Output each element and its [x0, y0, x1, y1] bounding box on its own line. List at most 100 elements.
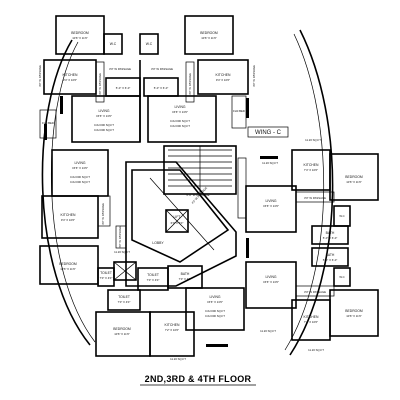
living-left [51, 149, 109, 197]
bedroom-right-bottom [329, 289, 379, 337]
kitchen-left [41, 195, 99, 239]
room-14-name: FLR.BED [233, 109, 245, 113]
room-2-size: 10'6" X 11'6" [201, 36, 217, 40]
wc-right-bottom [333, 267, 351, 287]
outer-curve-right [289, 29, 334, 356]
room-9-size: 5'-0" X 6'-0" [116, 86, 131, 90]
shaft-box [113, 261, 137, 281]
room-37-name: W.C [339, 275, 344, 279]
room-31-size: 10'6" X 11'6" [346, 314, 362, 318]
living-right-bottom [245, 261, 297, 309]
vlabel-6: 4'0" W PASSAGE [118, 226, 122, 248]
room-28-name: BEDROOM [345, 175, 363, 179]
room-1-name: BEDROOM [71, 31, 89, 35]
vlabel-1: 4'0" W PASSAGE [98, 73, 102, 95]
room-18-size: 6'0" X 6'0" [171, 221, 184, 225]
wing-label-box [247, 126, 289, 138]
room-24-size: 7'0" X 4'0" [179, 277, 192, 281]
tag-4: C/A=000 SQ.FT [170, 124, 190, 128]
bath-bottom [167, 265, 203, 289]
room-24-name: BATH [181, 272, 190, 276]
tag-5: C/A=000 SQ.FT [70, 175, 90, 179]
passage-right-top [295, 191, 335, 203]
room-15-size: 15'6" X 13'6" [72, 166, 88, 170]
room-15-name: LIVING [74, 161, 85, 165]
room-12-name: LIVING [174, 105, 185, 109]
room-11-size: 15'6" X 13'6" [96, 114, 112, 118]
vlabel-3: 4'0" W PASSAGE [38, 65, 42, 87]
room-30-size: 15'6" X 13'6" [263, 204, 279, 208]
balcony-rail-5 [206, 344, 228, 347]
wing-label: WING - C [255, 130, 282, 136]
room-3-name: W.C [110, 42, 117, 46]
drawing-title: 2ND,3RD & 4TH FLOOR [145, 374, 252, 384]
room-22-name: TOILET [147, 273, 159, 277]
vlabel-2: 4'0" W PASSAGE [188, 73, 192, 95]
kitchen-top-right [197, 59, 249, 95]
room-21-name: TOILET [100, 271, 112, 275]
room-30-name: LIVING [265, 199, 276, 203]
room-21-size: 7'0" X 4'0" [100, 276, 113, 280]
passage-left [97, 195, 111, 227]
room-19-name: LOBBY [152, 241, 164, 245]
flr-bed-right-wing [237, 157, 247, 219]
passage-top-left [95, 61, 105, 103]
balcony-rail-2 [246, 98, 249, 118]
bedroom-bottom [95, 311, 151, 357]
room-8-name: 3'0" W PASSAGE [151, 67, 173, 71]
room-6-size: 9'4" X 10'6" [216, 78, 230, 82]
room-31-name: BEDROOM [345, 309, 363, 313]
area-4: 11.20 SQ.FT [308, 348, 324, 352]
room-5-name: KITCHEN [63, 73, 78, 77]
room-22-size: 7'0" X 4'0" [147, 278, 160, 282]
tag-2: C/A=000 SQ.FT [94, 128, 114, 132]
stair-diagonal [131, 169, 230, 263]
passage-right-bottom [295, 285, 335, 297]
passage-diagonal [149, 177, 215, 251]
living-top-right [147, 95, 217, 143]
room-2-name: BEDROOM [200, 31, 218, 35]
room-20-name: 6'-0" W PASSAGE [187, 193, 210, 197]
living-top-left [71, 95, 141, 143]
room-23-name: TOILET [118, 295, 130, 299]
area-3: 11.20 SQ.FT [170, 357, 186, 361]
room-23-size: 7'0" X 4'0" [118, 300, 131, 304]
shaft-cross-b [113, 261, 137, 281]
stair-treads [168, 146, 232, 194]
area-6: 11.20 SQ.FT [114, 250, 130, 254]
vlabel-4: 4'0" W PASSAGE [252, 65, 256, 87]
room-6-name: KITCHEN [216, 73, 231, 77]
living-bottom [185, 287, 245, 331]
area-2: 11.20 SQ.FT [305, 138, 321, 142]
room-34-name: 3'0" W PASSAGE [304, 196, 326, 200]
tag-3: C/A=000 SQ.FT [170, 119, 190, 123]
room-27-size: 10'6" X 11'6" [114, 332, 130, 336]
room-38-size: 5'-0" X 6'-0" [323, 236, 338, 240]
area-5: 11.20 SQ.FT [260, 329, 276, 333]
room-33-name: LIVING [265, 275, 276, 279]
room-25-size: 15'6" X 13'6" [207, 300, 223, 304]
outer-curve-left [41, 39, 91, 346]
vlabel-5: 4'0" W PASSAGE [101, 203, 105, 225]
room-39-name: BATH [326, 253, 335, 257]
tag-1: C/A=000 SQ.FT [94, 123, 114, 127]
room-39-size: 5'-0" X 6'-0" [323, 258, 338, 262]
room-5-size: 9'4" X 10'6" [63, 78, 77, 82]
room-7-name: 3'0" W PASSAGE [109, 67, 131, 71]
room-17-size: 10'6" X 11'6" [60, 267, 76, 271]
room-33-size: 15'6" X 13'6" [263, 280, 279, 284]
room-35-name: 3'0" W PASSAGE [304, 290, 326, 294]
room-10-size: 5'-0" X 6'-0" [154, 86, 169, 90]
balcony-rail-6 [44, 124, 47, 140]
bedroom-right-top [329, 153, 379, 201]
wc-top-right [139, 33, 159, 55]
room-32-name: KITCHEN [304, 315, 319, 319]
room-29-size: 7'4" X 10'6" [304, 168, 318, 172]
wc-top-left [103, 33, 123, 55]
room-16-name: KITCHEN [61, 213, 76, 217]
room-29-name: KITCHEN [304, 163, 319, 167]
room-36-name: W.C [339, 214, 344, 218]
room-25-name: LIVING [209, 295, 220, 299]
room-28-size: 10'6" X 11'6" [346, 180, 362, 184]
